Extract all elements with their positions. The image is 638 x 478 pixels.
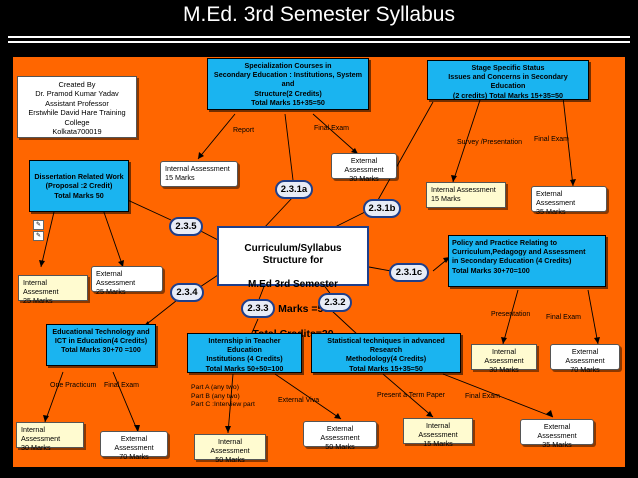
center-line-1: Curriculum/Syllabus Structure for [244,243,342,266]
spec-internal-assessment: Internal Assessment 15 Marks [160,161,238,187]
spec-external-assessment: External Assessment 30 Marks [331,153,397,183]
label-presentation: Presentation [491,311,531,318]
attachment-icon: ✎ [33,230,44,241]
policy-external-assessment: External Assessment 70 Marks [550,344,620,374]
attachment-icon: ✎ [33,220,44,231]
policy-internal-assessment: Internal Assessment 30 Marks [471,344,537,374]
edtech-external-assessment: External Assessment 70 Marks [100,431,168,461]
tag-2-3-1a: 2.3.1a [275,180,313,199]
tag-2-3-4: 2.3.4 [170,283,204,302]
stat-external-assessment: External Assessment 35 Marks [520,419,594,449]
stage-external-assessment: External Assessment 35 Marks [531,186,607,216]
connector-lines [39,96,600,434]
dissertation-text: Dissertation Related Work (Proposal :2 C… [34,172,124,200]
tag-2-3-2: 2.3.2 [318,293,352,312]
intern-external-assessment: External Assessment 50 Marks [303,421,377,451]
tag-2-3-1b: 2.3.1b [363,199,401,218]
label-term-paper: Present a Term Paper [377,392,445,399]
edtech-internal-assessment: Internal Assessment 30 Marks [16,422,84,452]
label-final-exam-stat: Final Exam [465,393,501,400]
module-specialization: Specialization Courses in Secondary Educ… [207,58,369,110]
module-stage-specific: Stage Specific Status Issues and Concern… [427,60,589,100]
tag-2-3-1c: 2.3.1c [389,263,429,282]
title-rule-bottom [8,41,630,43]
module-internship: Internship in Teacher Education Institut… [187,333,302,373]
diss-external-assessment: External Assessment 25 Marks [91,266,163,296]
module-statistics: Statistical techniques in advanced Resea… [311,333,461,373]
stage-internal-assessment: Internal Assessment 15 Marks [426,182,506,208]
label-one-practicum: One Practicum [50,382,97,389]
label-final-exam-policy: Final Exam [546,314,582,321]
label-final-exam-edtech: Final Exam [104,382,140,389]
label-external-viva: External Viva [278,397,320,404]
intern-internal-assessment: Internal Assessment 50 Marks [194,434,266,464]
concept-map-canvas: Created By Dr. Pramod Kumar Yadav Assist… [13,57,625,467]
label-final-exam-stage: Final Exam [534,136,570,143]
central-structure-box: Curriculum/Syllabus Structure for M.Ed 3… [217,226,369,340]
center-line-2: M.Ed 3rd Semester [247,279,339,290]
creator-info: Created By Dr. Pramod Kumar Yadav Assist… [17,76,137,138]
internship-parts: Part A (any two) Part B (any two) Part C… [191,384,255,409]
label-survey: Survey /Presentation [457,139,522,146]
tag-2-3-5: 2.3.5 [169,217,203,236]
slide-title: M.Ed. 3rd Semester Syllabus [183,3,455,26]
tag-2-3-3: 2.3.3 [241,299,275,318]
diss-internal-assessment: Internal Assesment 25 Marks [18,275,88,305]
module-policy-practice: Policy and Practice Relating to Curricul… [448,235,606,287]
label-report: Report [233,127,255,134]
module-edtech: Educational Technology and ICT in Educat… [46,324,156,366]
stat-internal-assessment: Internal Assessment 15 Marks [403,418,473,448]
module-dissertation: Dissertation Related Work (Proposal :2 C… [29,160,129,241]
title-rule-top [8,36,630,38]
label-final-exam-spec: Final Exam [314,125,350,132]
